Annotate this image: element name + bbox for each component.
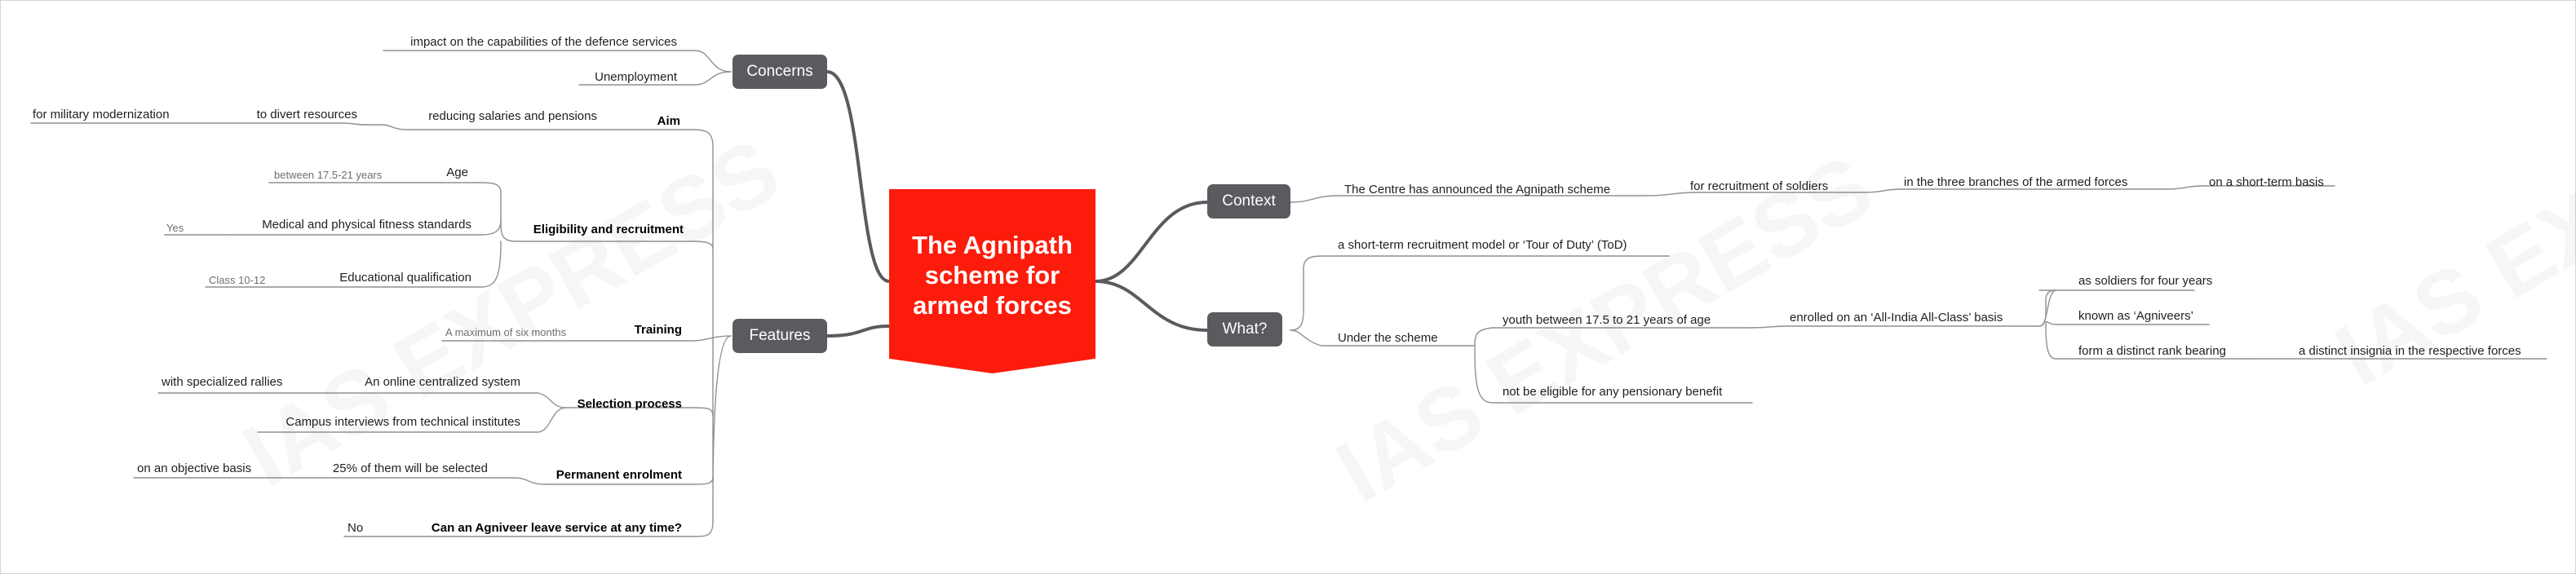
link-aim-reducing <box>365 124 650 130</box>
topic-training[interactable]: Training <box>634 323 682 337</box>
central-topic[interactable]: The Agnipath scheme for armed forces <box>889 189 1095 373</box>
link-recruitment-branches <box>1864 188 2167 193</box>
link-elig-educational <box>317 241 502 288</box>
branch-what[interactable]: What? <box>1207 312 1282 347</box>
link-features-training <box>639 335 732 342</box>
link-central-context <box>1094 201 1209 283</box>
link-features-selection <box>565 407 714 417</box>
topic-eligibility[interactable]: Eligibility and recruitment <box>533 223 684 236</box>
link-features-trunk <box>693 129 732 523</box>
eligibility-age[interactable]: Age <box>446 166 468 179</box>
link-features-permanent <box>544 476 714 485</box>
topic-leave[interactable]: Can an Agniveer leave service at any tim… <box>431 521 682 535</box>
what-enrolled[interactable]: enrolled on an ‘All-India All-Class’ bas… <box>1790 311 2003 325</box>
link-selection-online <box>342 392 567 408</box>
selection-online[interactable]: An online centralized system <box>365 375 520 389</box>
eligibility-medical-value: Yes <box>166 222 184 234</box>
what-pension[interactable]: not be eligible for any pensionary benef… <box>1503 385 1723 399</box>
branch-context[interactable]: Context <box>1207 184 1290 219</box>
branch-concerns[interactable]: Concerns <box>733 55 827 89</box>
link-centre-recruitment <box>1645 192 1866 196</box>
branch-features[interactable]: Features <box>733 319 827 353</box>
link-concerns-unemployment <box>578 71 732 86</box>
topic-aim[interactable]: Aim <box>657 114 680 128</box>
context-recruitment[interactable]: for recruitment of soldiers <box>1690 179 1829 193</box>
what-model[interactable]: a short-term recruitment model or ‘Tour … <box>1338 238 1627 252</box>
link-central-features <box>825 325 891 338</box>
leave-answer[interactable]: No <box>347 521 364 535</box>
topic-permanent[interactable]: Permanent enrolment <box>555 468 682 482</box>
topic-selection[interactable]: Selection process <box>577 397 682 411</box>
what-rank[interactable]: form a distinct rank bearing <box>2078 344 2226 358</box>
link-features-eligibility <box>515 241 714 249</box>
link-features-leave <box>415 521 714 537</box>
concern-unemployment[interactable]: Unemployment <box>595 70 677 84</box>
selection-rallies[interactable]: with specialized rallies <box>162 375 283 389</box>
link-context-centre <box>1290 195 1647 203</box>
permanent-selected[interactable]: 25% of them will be selected <box>332 461 488 475</box>
eligibility-age-value: between 17.5-21 years <box>274 169 383 181</box>
eligibility-educational-value: Class 10-12 <box>209 274 266 286</box>
aim-reducing[interactable]: reducing salaries and pensions <box>428 109 597 123</box>
eligibility-educational[interactable]: Educational qualification <box>339 271 471 285</box>
concern-impact[interactable]: impact on the capabilities of the defenc… <box>410 35 677 49</box>
permanent-objective[interactable]: on an objective basis <box>137 461 252 475</box>
link-what-scheme <box>1290 329 1476 347</box>
context-basis[interactable]: on a short-term basis <box>2209 175 2324 189</box>
what-soldiers[interactable]: as soldiers for four years <box>2078 274 2213 288</box>
what-youth[interactable]: youth between 17.5 to 21 years of age <box>1503 313 1711 327</box>
link-elig-medical <box>228 219 502 236</box>
link-selection-campus <box>257 407 567 433</box>
link-enrolled-rank <box>2045 325 2249 360</box>
link-reducing-divert <box>236 122 366 126</box>
link-central-what <box>1094 280 1209 332</box>
link-concerns-impact <box>383 50 732 73</box>
link-enrolled-fork <box>2038 289 2056 327</box>
what-scheme[interactable]: Under the scheme <box>1338 331 1438 345</box>
link-youth-enrolled <box>1748 325 2040 329</box>
selection-campus[interactable]: Campus interviews from technical institu… <box>285 415 520 429</box>
link-scheme-youth <box>1474 327 1750 347</box>
training-value: A maximum of six months <box>445 326 567 338</box>
link-branches-basis <box>2166 185 2335 190</box>
link-central-concerns <box>825 70 891 283</box>
context-centre[interactable]: The Centre has announced the Agnipath sc… <box>1344 183 1611 196</box>
link-enrolled-agniveers <box>2045 320 2210 327</box>
eligibility-medical[interactable]: Medical and physical fitness standards <box>262 218 471 232</box>
aim-divert[interactable]: to divert resources <box>256 108 357 121</box>
link-permanent-25 <box>309 477 546 485</box>
link-scheme-pension <box>1474 345 1753 404</box>
aim-modernization[interactable]: for military modernization <box>33 108 170 121</box>
what-insignia[interactable]: a distinct insignia in the respective fo… <box>2299 344 2521 358</box>
what-agniveers[interactable]: known as ‘Agniveers’ <box>2078 309 2193 323</box>
link-elig-trunk <box>438 182 516 242</box>
context-branches[interactable]: in the three branches of the armed force… <box>1904 175 2128 189</box>
link-what-trunk <box>1290 255 1670 331</box>
